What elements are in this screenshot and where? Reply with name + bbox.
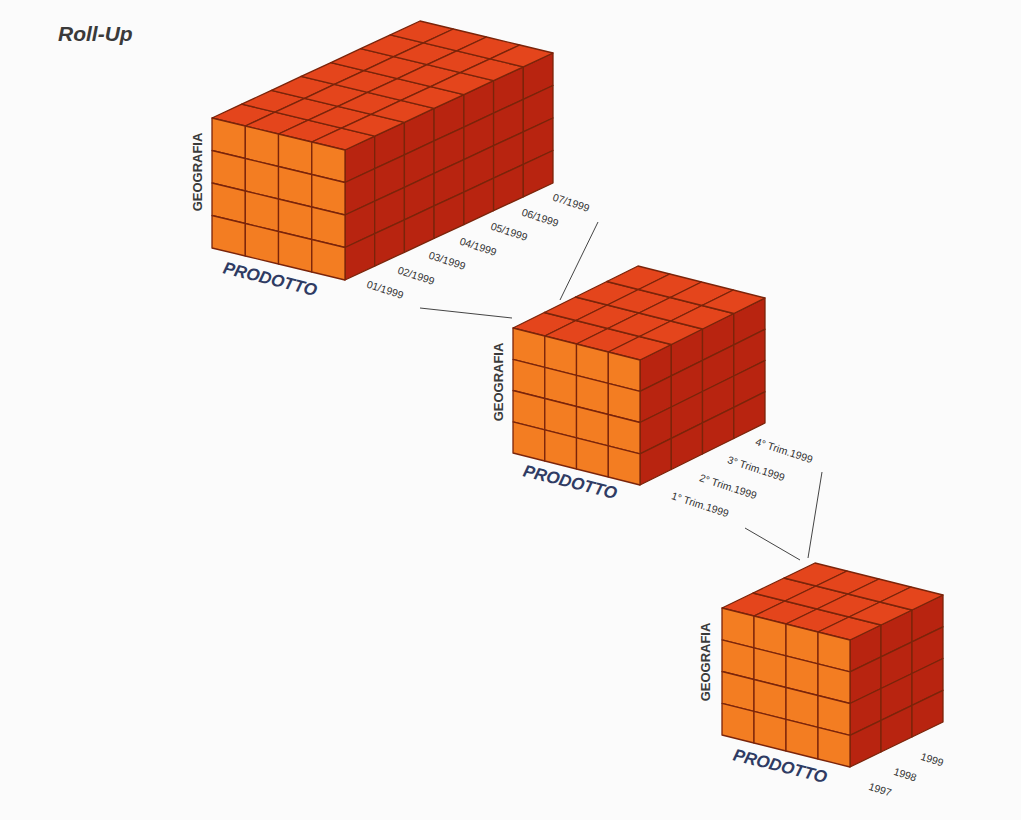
- time-label: 1998: [892, 766, 918, 784]
- cube-front-cell: [754, 711, 786, 751]
- time-label: 01/1999: [365, 279, 405, 302]
- cube-front-cell: [608, 446, 640, 485]
- cube-side-cell: [734, 392, 765, 439]
- axis-label: GEOGRAFIA: [492, 343, 506, 422]
- axis-label: GEOGRAFIA: [191, 133, 205, 212]
- cube-side-cell: [881, 705, 912, 752]
- leader-line: [420, 308, 512, 318]
- time-label: 03/1999: [427, 250, 467, 273]
- cube-front-cell: [312, 240, 345, 281]
- cube-front-cell: [818, 727, 850, 767]
- axis-label: GEOGRAFIA: [699, 623, 713, 702]
- cube-side-cell: [523, 151, 553, 197]
- leader-line: [745, 528, 800, 560]
- time-label: 3° Trim.1999: [726, 454, 786, 483]
- time-label: 1° Trim.1999: [670, 490, 730, 519]
- time-label: 04/1999: [458, 235, 498, 258]
- cube-top-cell: [490, 45, 553, 67]
- leader-lines: [420, 222, 822, 560]
- cube-side-cell: [494, 164, 524, 210]
- time-label: 02/1999: [396, 264, 436, 287]
- cube-top-cell: [702, 290, 765, 314]
- cube-side-cell: [375, 220, 405, 266]
- cube-front-cell: [279, 232, 312, 273]
- cube-side-cell: [464, 178, 494, 224]
- time-label: 4° Trim.1999: [754, 436, 814, 465]
- cube-side-cell: [912, 690, 943, 737]
- time-label: 1999: [919, 751, 945, 769]
- time-label: 2° Trim.1999: [698, 472, 758, 501]
- leader-line: [808, 472, 822, 558]
- time-label: 06/1999: [520, 206, 560, 229]
- time-label: 1997: [867, 781, 893, 799]
- cube-side-cell: [850, 720, 881, 767]
- cube-side-cell: [345, 234, 375, 280]
- diagram-title: Roll-Up: [58, 22, 133, 46]
- cube-front-cell: [245, 224, 278, 265]
- cube-group: [212, 21, 943, 767]
- cube-front-cell: [577, 438, 609, 477]
- time-label: 07/1999: [551, 192, 591, 215]
- cube-side-cell: [703, 407, 734, 454]
- cube-side-cell: [434, 192, 464, 238]
- cube-front-cell: [513, 422, 545, 461]
- cube-side-cell: [404, 206, 434, 252]
- cube-front-cell: [545, 430, 577, 469]
- cube-top-cell: [880, 587, 943, 610]
- time-label: 05/1999: [489, 221, 529, 244]
- cube-front-cell: [212, 216, 245, 257]
- leader-line: [560, 222, 598, 300]
- cube-side-cell: [640, 438, 671, 485]
- cube-front-cell: [786, 719, 818, 759]
- cube-side-cell: [671, 423, 702, 470]
- cube-front-cell: [722, 703, 754, 743]
